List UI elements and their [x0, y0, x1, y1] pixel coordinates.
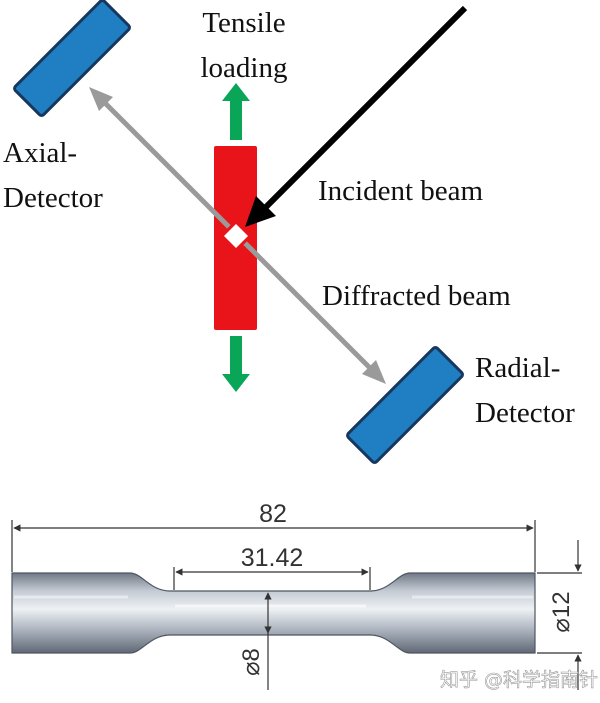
measurement-point [219, 219, 253, 253]
gauge-diameter-value: ⌀8 [238, 648, 265, 676]
incident-beam-label: Incident beam [318, 175, 484, 207]
overall-length-value: 82 [259, 500, 287, 528]
grip-diameter-value: ⌀12 [548, 591, 575, 632]
incident-beam [245, 5, 468, 227]
tensile-loading-arrows [222, 83, 250, 392]
axial-detector-label-line1: Axial- [3, 137, 77, 169]
diffracted-arrowhead-upper [89, 87, 113, 111]
gauge-length-value: 31.42 [241, 544, 304, 572]
tensile-label-line2: loading [201, 52, 288, 84]
watermark-text: 知乎 @科学指南针 [440, 669, 598, 691]
axial-detector [13, 0, 131, 117]
specimen-drawing [11, 572, 536, 654]
dogbone-specimen [11, 572, 536, 654]
tensile-label-line1: Tensile [202, 7, 285, 39]
radial-detector [346, 346, 464, 464]
diffracted-arrowhead-lower [362, 360, 386, 384]
incident-arrowhead [245, 196, 276, 227]
radial-detector-block [346, 346, 464, 464]
dimension-lines [11, 520, 582, 690]
incident-beam-line [262, 5, 468, 211]
radial-detector-label-line1: Radial- [475, 352, 560, 384]
diffracted-beam-label: Diffracted beam [322, 280, 511, 312]
loading-arrow-down [222, 336, 250, 392]
loading-arrow-up [222, 83, 250, 140]
axial-detector-block [13, 0, 131, 117]
axial-detector-label-line2: Detector [3, 182, 103, 214]
radial-detector-label-line2: Detector [475, 397, 575, 429]
